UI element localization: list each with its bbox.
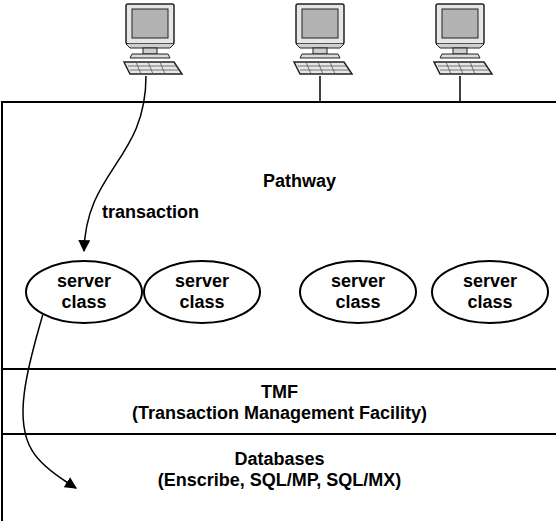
band-subheading: (Transaction Management Facility) xyxy=(3,403,556,424)
band-heading: TMF xyxy=(3,382,556,403)
pathway-band: Pathway server class server class server cl… xyxy=(1,101,556,370)
server-class-ellipse: server class xyxy=(25,260,143,324)
database-band: Databases(Enscribe, SQL/MP, SQL/MX) xyxy=(1,435,556,521)
computer-icon xyxy=(294,4,352,74)
server-label: server class xyxy=(322,271,394,312)
server-label: server class xyxy=(454,271,526,312)
server-label: server class xyxy=(48,271,120,312)
server-class-ellipse: server class xyxy=(299,260,417,324)
band-heading: Pathway xyxy=(43,171,556,192)
server-class-ellipse: server class xyxy=(143,260,261,324)
computer-icon xyxy=(434,4,492,74)
terminal-line xyxy=(319,76,321,102)
tmf-band: TMF(Transaction Management Facility) xyxy=(1,370,556,435)
terminal-line xyxy=(459,76,461,102)
server-label: server class xyxy=(166,271,238,312)
band-heading: Databases xyxy=(3,449,556,470)
band-subheading: (Enscribe, SQL/MP, SQL/MX) xyxy=(3,470,556,491)
computer-icon xyxy=(124,4,182,74)
flow-label: transaction xyxy=(100,202,201,223)
flow-connector xyxy=(23,315,76,488)
server-class-ellipse: server class xyxy=(431,260,549,324)
